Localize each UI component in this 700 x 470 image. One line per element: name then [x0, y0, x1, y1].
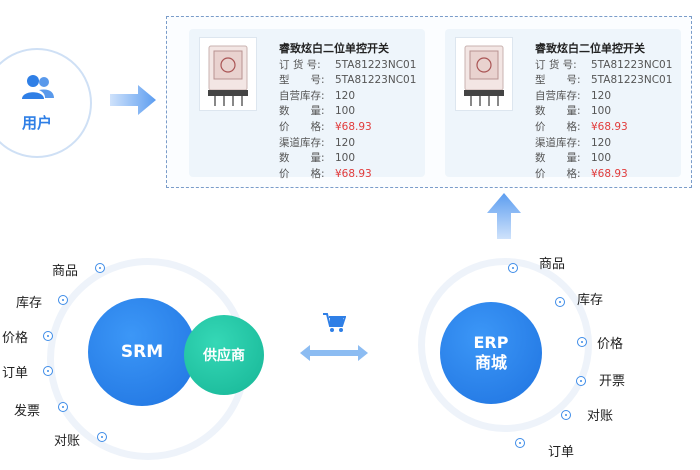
detail-label: 数 量: [535, 105, 581, 118]
product-rows: 订 货 号: 5TA81223NC01 型 号: 5TA81223NC01 自营库存: 1… [535, 58, 681, 183]
srm-item-label: 商品 [52, 264, 79, 279]
product-detail-row: 自营库存: 120 [279, 89, 425, 105]
erp-item-label: 库存 [577, 293, 604, 308]
detail-price: ¥68.93 [591, 167, 628, 180]
detail-label: 型 号: [535, 74, 581, 87]
product-detail-row: 渠道库存: 120 [535, 136, 681, 152]
erp-label-line2: 商城 [474, 353, 507, 372]
detail-price: ¥68.93 [591, 120, 628, 133]
product-detail-row: 价 格: ¥68.93 [279, 167, 425, 183]
detail-value: 120 [335, 136, 356, 149]
product-detail-row: 价 格: ¥68.93 [535, 120, 681, 136]
srm-item-dot-icon [95, 263, 105, 273]
detail-label: 自营库存: [279, 89, 325, 102]
erp-item-label: 对账 [587, 409, 614, 424]
erp-label-line1: ERP [473, 333, 509, 352]
product-info: 睿致炫白二位单控开关 订 货 号: 5TA81223NC01 型 号: 5TA8122… [279, 41, 425, 182]
product-detail-row: 渠道库存: 120 [279, 136, 425, 152]
detail-value: 5TA81223NC01 [335, 58, 417, 71]
erp-item-dot-icon [555, 297, 565, 307]
detail-label: 型 号: [279, 74, 325, 87]
srm-item-label: 价格 [2, 331, 29, 346]
detail-value: 100 [591, 105, 612, 118]
erp-item-dot-icon [561, 410, 571, 420]
erp-item-label: 开票 [599, 374, 626, 389]
product-detail-row: 数 量: 100 [535, 104, 681, 120]
product-detail-row: 型 号: 5TA81223NC01 [535, 73, 681, 89]
arrow-right-icon [110, 85, 156, 115]
erp-node: ERP 商城 [440, 302, 542, 404]
srm-item-dot-icon [58, 295, 68, 305]
relay-icon [208, 45, 248, 106]
product-title: 睿致炫白二位单控开关 [279, 42, 389, 55]
srm-item-dot-icon [43, 331, 53, 341]
product-detail-row: 自营库存: 120 [535, 89, 681, 105]
product-detail-row: 数 量: 100 [279, 104, 425, 120]
product-detail-row: 价 格: ¥68.93 [279, 120, 425, 136]
product-detail-row: 价 格: ¥68.93 [535, 167, 681, 183]
srm-item-label: 对账 [54, 434, 81, 449]
detail-value: 120 [335, 89, 356, 102]
detail-value: 100 [335, 105, 356, 118]
detail-label: 数 量: [279, 152, 325, 165]
srm-item-dot-icon [97, 432, 107, 442]
erp-ring [418, 258, 592, 432]
shopping-cart-icon [323, 313, 346, 332]
detail-label: 价 格: [279, 167, 325, 180]
product-detail-row: 数 量: 100 [279, 151, 425, 167]
product-info: 睿致炫白二位单控开关 订 货 号: 5TA81223NC01 型 号: 5TA8122… [535, 41, 681, 182]
product-image [455, 37, 513, 111]
product-image [199, 37, 257, 111]
relay-icon [464, 45, 504, 106]
detail-value: 120 [591, 89, 612, 102]
detail-label: 数 量: [279, 105, 325, 118]
user-label: 用户 [21, 114, 52, 132]
srm-node: SRM [88, 298, 196, 406]
detail-price: ¥68.93 [335, 167, 372, 180]
detail-label: 数 量: [535, 152, 581, 165]
user-node: 用户 [0, 48, 92, 158]
srm-item-label: 发票 [14, 404, 41, 419]
detail-value: 5TA81223NC01 [591, 58, 673, 71]
detail-label: 渠道库存: [279, 136, 325, 149]
srm-item-dot-icon [43, 366, 53, 376]
product-detail-row: 型 号: 5TA81223NC01 [279, 73, 425, 89]
erp-item-label: 价格 [597, 337, 624, 352]
detail-label: 价 格: [535, 167, 581, 180]
detail-label: 价 格: [279, 120, 325, 133]
product-detail-row: 订 货 号: 5TA81223NC01 [279, 58, 425, 74]
double-arrow-icon [300, 345, 368, 361]
detail-value: 5TA81223NC01 [591, 74, 673, 87]
product-panel: 睿致炫白二位单控开关 订 货 号: 5TA81223NC01 型 号: 5TA8122… [166, 16, 692, 188]
erp-item-dot-icon [508, 263, 518, 273]
users-icon [22, 75, 54, 99]
srm-item-label: 订单 [2, 366, 29, 381]
erp-item-dot-icon [577, 337, 587, 347]
srm-item-label: 库存 [16, 296, 43, 311]
srm-item-dot-icon [58, 402, 68, 412]
product-detail-row: 订 货 号: 5TA81223NC01 [535, 58, 681, 74]
erp-item-label: 订单 [548, 445, 575, 460]
erp-item-dot-icon [515, 438, 525, 448]
detail-label: 订 货 号: [279, 58, 321, 71]
product-rows: 订 货 号: 5TA81223NC01 型 号: 5TA81223NC01 自营库存: 1… [279, 58, 425, 183]
detail-value: 5TA81223NC01 [335, 74, 417, 87]
product-detail-row: 数 量: 100 [535, 151, 681, 167]
product-card[interactable]: 睿致炫白二位单控开关 订 货 号: 5TA81223NC01 型 号: 5TA8122… [445, 29, 681, 180]
product-title: 睿致炫白二位单控开关 [535, 42, 645, 55]
detail-label: 订 货 号: [535, 58, 577, 71]
erp-item-label: 商品 [539, 257, 566, 272]
detail-label: 价 格: [535, 120, 581, 133]
supplier-node: 供应商 [184, 315, 264, 395]
product-card[interactable]: 睿致炫白二位单控开关 订 货 号: 5TA81223NC01 型 号: 5TA8122… [189, 29, 425, 180]
detail-value: 100 [335, 152, 356, 165]
detail-value: 120 [591, 136, 612, 149]
arrow-up-icon [487, 193, 521, 239]
detail-label: 自营库存: [535, 89, 581, 102]
detail-price: ¥68.93 [335, 120, 372, 133]
erp-item-dot-icon [576, 376, 586, 386]
detail-label: 渠道库存: [535, 136, 581, 149]
detail-value: 100 [591, 152, 612, 165]
